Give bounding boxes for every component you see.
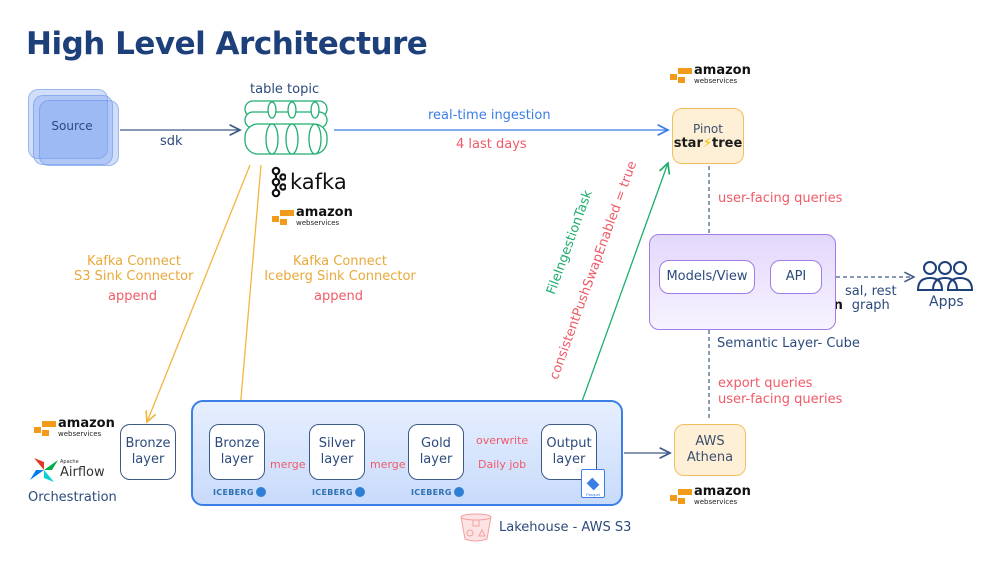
startree-logo: star⚡tree (674, 136, 743, 151)
kafka-topic-icon (244, 100, 328, 155)
models-view-node[interactable]: Models/View (659, 260, 755, 294)
s3-sink-arrow (147, 164, 251, 422)
source-node[interactable]: Source (39, 100, 119, 166)
iceberg-text: ICEBERG (213, 487, 254, 497)
aws-logo-subtext: webservices (694, 77, 738, 85)
iceberg-sink-arrow (239, 164, 262, 422)
iceberg-tag-silver: ICEBERG (312, 487, 365, 497)
api-apps-line1: sal, rest (845, 284, 897, 299)
athena-queries-label: export queries user-facing queries (718, 376, 842, 408)
table-topic-label: table topic (250, 82, 320, 97)
iceberg-append-label: append (314, 289, 363, 304)
startree-right: tree (712, 135, 743, 151)
bronze-line1: Bronze (214, 436, 260, 451)
semantic-layer-caption: Semantic Layer- Cube (717, 336, 860, 351)
airflow-logo-icon (30, 458, 58, 482)
api-apps-line2: graph (851, 298, 890, 313)
sdk-label: sdk (160, 134, 183, 149)
pinot-node[interactable]: Pinot star⚡tree (672, 108, 744, 164)
api-node[interactable]: API (770, 260, 822, 294)
iceberg-text: ICEBERG (312, 487, 353, 497)
aws-logo-subtext: webservices (296, 219, 340, 227)
api-apps-label: sal, rest graph (845, 285, 897, 313)
athena-line2: Athena (686, 450, 734, 465)
kafka-logo-text: kafka (290, 170, 347, 194)
last-days-label: 4 last days (456, 137, 527, 152)
iceberg-icon (354, 487, 365, 497)
iceberg-tag-gold: ICEBERG (411, 487, 464, 497)
aws-logo-text: amazon (58, 416, 115, 431)
merge-label-1: merge (270, 458, 306, 471)
user-facing-queries-bottom-label: user-facing queries (718, 392, 843, 407)
aws-logo-text: amazon (694, 63, 751, 78)
gold-line1: Gold (421, 436, 451, 451)
apps-label: Apps (929, 294, 964, 310)
startree-left: star (673, 135, 703, 151)
airflow-logo-text: Airflow (60, 465, 105, 480)
iceberg-tag-bronze: ICEBERG (213, 487, 266, 497)
lakehouse-label: Lakehouse - AWS S3 (499, 520, 632, 535)
s3-sink-line1: Kafka Connect (87, 254, 181, 269)
user-facing-queries-top-label: user-facing queries (718, 191, 843, 206)
s3-sink-connector-label: Kafka Connect S3 Sink Connector (74, 254, 193, 284)
bronze-s3-line2: layer (131, 452, 165, 467)
overwrite-label: overwrite (476, 434, 529, 447)
export-queries-label: export queries (718, 376, 813, 391)
aws-logo-text: amazon (296, 205, 353, 220)
apps-users-icon (916, 261, 974, 291)
aws-logo-subtext: webservices (58, 430, 102, 438)
lightning-icon: ⚡ (702, 135, 712, 151)
gold-line2: layer (419, 452, 453, 467)
realtime-ingestion-label: real-time ingestion (428, 108, 551, 123)
s3-append-label: append (108, 289, 157, 304)
iceberg-sink-line1: Kafka Connect (293, 254, 387, 269)
aws-logo-subtext: webservices (694, 498, 738, 506)
aws-logo-text: amazon (694, 484, 751, 499)
output-line2: layer (552, 452, 586, 467)
s3-sink-line2: S3 Sink Connector (74, 269, 194, 284)
page-title: High Level Architecture (26, 26, 428, 62)
athena-line1: AWS (695, 434, 725, 449)
file-ingestion-arrow (575, 163, 668, 419)
bronze-s3-line1: Bronze (125, 436, 171, 451)
parquet-label: Parquet (585, 492, 600, 497)
kafka-icon (271, 166, 286, 198)
pinot-title: Pinot (693, 121, 723, 136)
orchestration-label: Orchestration (28, 490, 117, 505)
silver-line2: layer (320, 452, 354, 467)
daily-job-label: Daily job (478, 458, 527, 471)
kafka-logo: kafka (270, 166, 347, 198)
parquet-file-icon: Parquet (581, 469, 605, 498)
s3-bucket-icon (460, 513, 492, 542)
silver-line1: Silver (318, 436, 356, 451)
iceberg-text: ICEBERG (411, 487, 452, 497)
bronze-line2: layer (220, 452, 254, 467)
output-line1: Output (546, 436, 592, 451)
iceberg-sink-connector-label: Kafka Connect Iceberg Sink Connector (260, 254, 420, 284)
iceberg-icon (255, 487, 266, 497)
merge-label-2: merge (370, 458, 406, 471)
source-label: Source (51, 119, 93, 133)
iceberg-icon (453, 487, 464, 497)
iceberg-sink-line2: Iceberg Sink Connector (264, 269, 416, 284)
airflow-apache-text: Apache (60, 459, 79, 465)
